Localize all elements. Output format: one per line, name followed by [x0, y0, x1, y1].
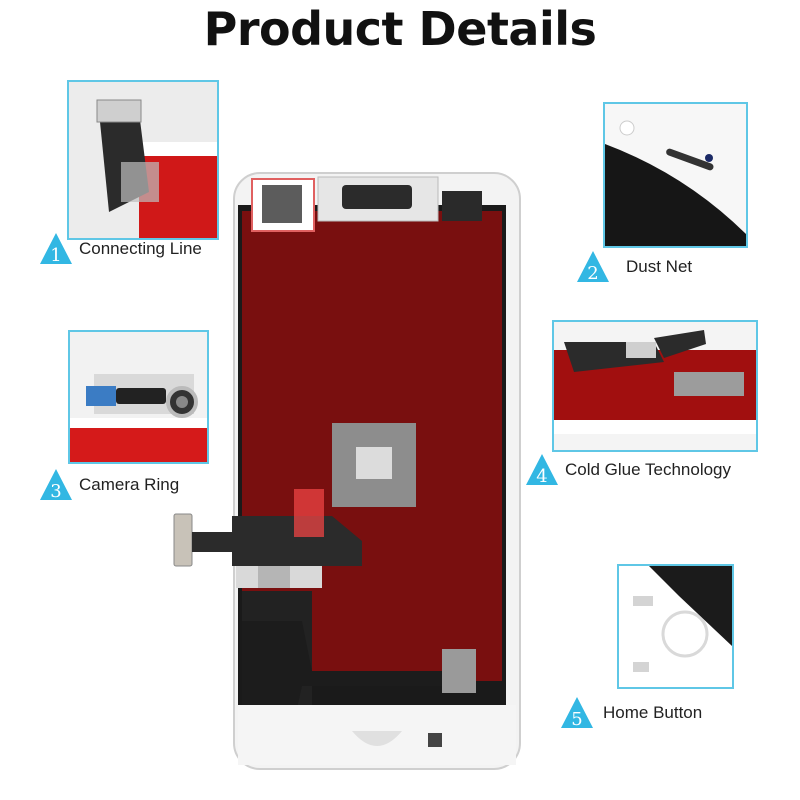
- feature-label-dust-net: Dust Net: [626, 257, 693, 276]
- feature-3-caption: 3 Camera Ring: [39, 468, 179, 502]
- triangle-badge-icon: 5: [561, 697, 593, 730]
- home-button-photo: [617, 564, 734, 689]
- feature-1-caption: 1 Connecting Line: [39, 232, 202, 266]
- triangle-badge-icon: 2: [577, 251, 609, 284]
- svg-text:5: 5: [571, 709, 582, 730]
- flex-cable-image: [173, 513, 250, 567]
- feature-label-cold-glue-technology: Cold Glue Technology: [565, 460, 732, 479]
- page-title: Product Details: [203, 2, 597, 56]
- cold-glue-photo: [552, 320, 758, 452]
- feature-2-caption: 2 Dust Net: [576, 250, 692, 284]
- feature-label-camera-ring: Camera Ring: [79, 475, 180, 494]
- connecting-line-photo: [67, 80, 219, 240]
- camera-ring-image: [70, 332, 207, 462]
- dust-net-image: [605, 104, 746, 246]
- feature-label-home-button: Home Button: [603, 703, 703, 722]
- svg-text:2: 2: [587, 263, 598, 284]
- triangle-badge-icon: 1: [40, 233, 72, 266]
- feature-4-caption: 4 Cold Glue Technology: [525, 453, 731, 487]
- svg-text:4: 4: [536, 466, 547, 487]
- triangle-badge-icon: 3: [40, 469, 72, 502]
- camera-ring-photo: [68, 330, 209, 464]
- feature-label-connecting-line: Connecting Line: [79, 239, 202, 258]
- home-button-image: [619, 566, 732, 687]
- connecting-line-image: [69, 82, 217, 238]
- lcd-assembly-image: [232, 172, 521, 770]
- triangle-badge-icon: 4: [526, 454, 558, 487]
- svg-text:1: 1: [50, 245, 61, 266]
- cold-glue-image: [554, 322, 756, 450]
- svg-text:3: 3: [50, 481, 61, 502]
- feature-5-caption: 5 Home Button: [560, 696, 702, 730]
- dust-net-photo: [603, 102, 748, 248]
